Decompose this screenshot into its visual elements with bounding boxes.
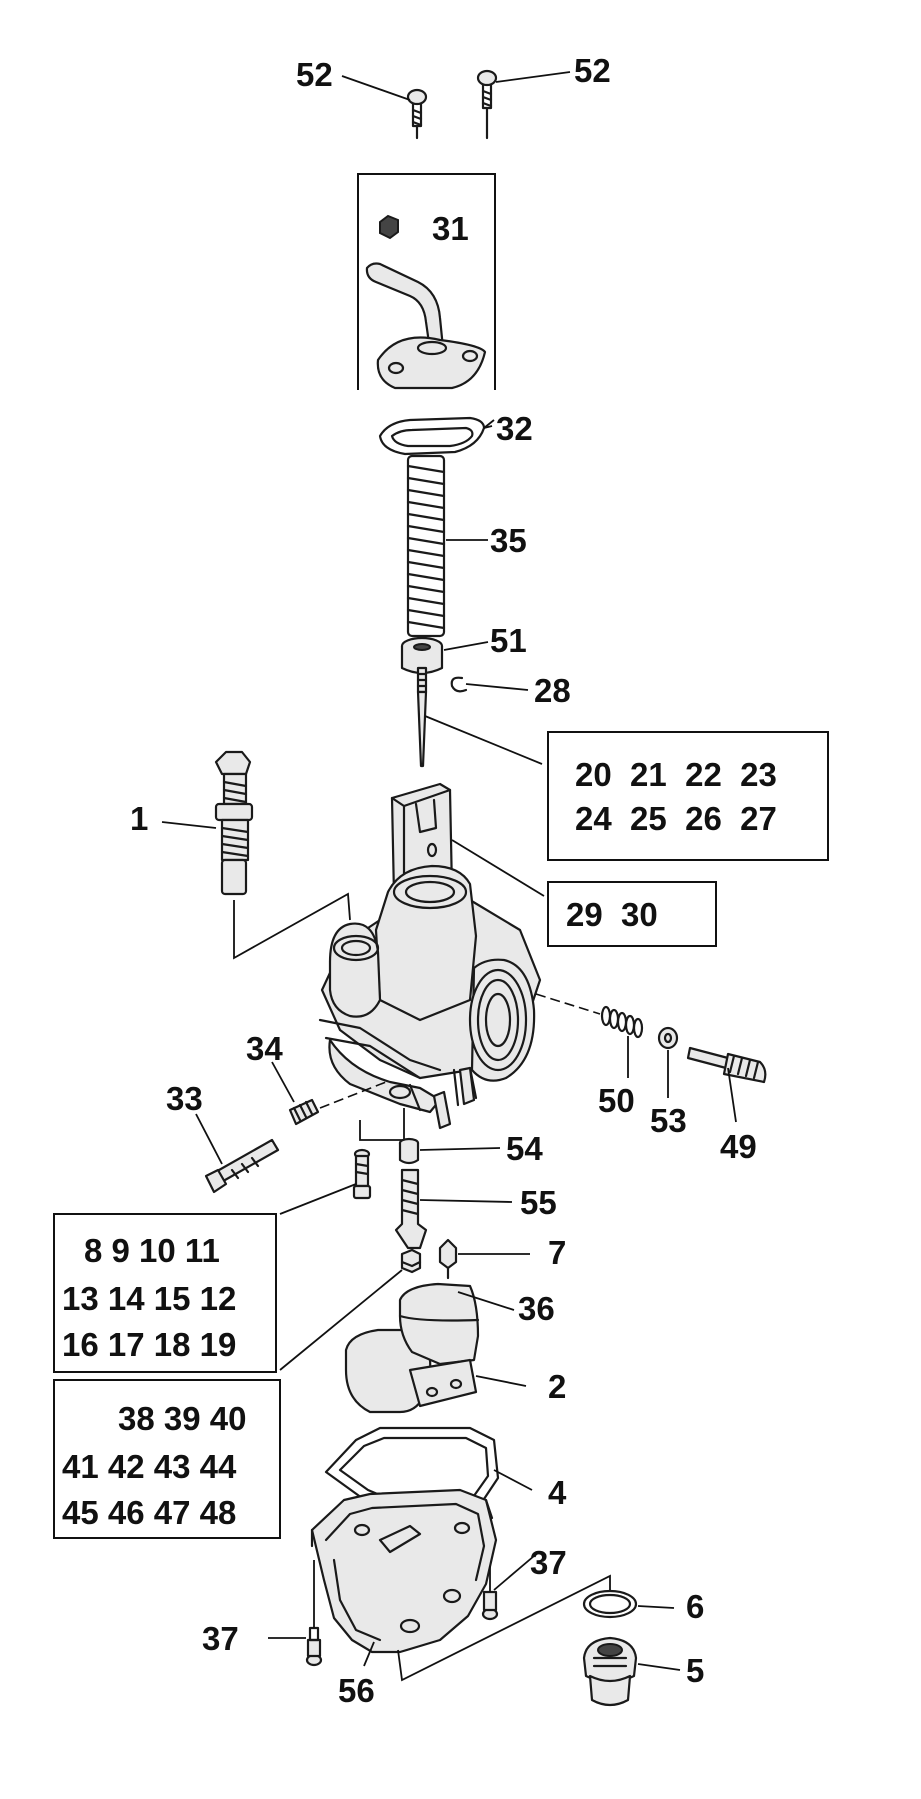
main-jet-parts-box: 8 9 10 11 13 14 15 12 16 17 18 19 xyxy=(53,1213,277,1373)
slide-parts-box: 29 30 xyxy=(547,881,717,947)
bowl-screw-right xyxy=(481,1566,499,1621)
cap-screw-left xyxy=(406,88,428,140)
callout-52-right: 52 xyxy=(574,52,611,89)
callout-55: 55 xyxy=(520,1184,557,1221)
idle-screw-connector xyxy=(233,892,351,960)
needle-parts-box: 20 21 22 23 24 25 26 27 xyxy=(547,731,829,861)
carburetor-body xyxy=(318,864,542,1130)
top-cap-frame xyxy=(357,173,496,390)
throttle-stop-washer xyxy=(657,1026,679,1050)
callout-1: 1 xyxy=(130,800,148,837)
drain-plug xyxy=(582,1636,638,1707)
callout-51: 51 xyxy=(490,622,527,659)
callout-49: 49 xyxy=(720,1128,757,1165)
pilot-screw-spring xyxy=(288,1098,320,1126)
callout-28: 28 xyxy=(534,672,571,709)
callout-2: 2 xyxy=(548,1368,566,1405)
float xyxy=(344,1282,480,1414)
main-jet-box-row2: 13 14 15 12 xyxy=(62,1280,236,1317)
pilot-screw-axis xyxy=(319,1081,387,1109)
callout-6: 6 xyxy=(686,1588,704,1625)
throttle-stop-axis xyxy=(535,993,601,1015)
needle-box-row2: 24 25 26 27 xyxy=(575,800,777,837)
main-jet xyxy=(352,1148,372,1200)
top-cap-gasket xyxy=(378,416,486,456)
idle-adjust-screw xyxy=(214,750,254,896)
needle-box-row1: 20 21 22 23 xyxy=(575,756,777,793)
throttle-stop-screw xyxy=(686,1046,767,1084)
drain-plug-oring xyxy=(582,1589,638,1619)
main-jet-box-row3: 16 17 18 19 xyxy=(62,1326,236,1363)
callout-52-left: 52 xyxy=(296,56,333,93)
callout-36: 36 xyxy=(518,1290,555,1327)
callout-32: 32 xyxy=(496,410,533,447)
pilot-jet-box-row2: 41 42 43 44 xyxy=(62,1448,237,1485)
float-bowl xyxy=(310,1488,498,1654)
main-jet-box-row1: 8 9 10 11 xyxy=(84,1232,220,1269)
pilot-screw xyxy=(204,1138,280,1194)
callout-31: 31 xyxy=(432,210,469,247)
callout-35: 35 xyxy=(490,522,527,559)
pilot-jet-parts-box: 38 39 40 41 42 43 44 45 46 47 48 xyxy=(53,1379,281,1539)
callout-5: 5 xyxy=(686,1652,704,1689)
callout-54: 54 xyxy=(506,1130,543,1167)
drain-plug-connector xyxy=(397,1574,611,1682)
throttle-stop-spring xyxy=(600,1005,644,1039)
slide-box-row1: 29 30 xyxy=(566,896,658,933)
pilot-jet xyxy=(400,1248,422,1274)
needle-clip xyxy=(450,676,468,693)
top-cap xyxy=(365,214,487,390)
callout-56: 56 xyxy=(338,1672,375,1709)
slide-spring xyxy=(406,454,446,638)
needle-jet xyxy=(398,1137,420,1165)
callout-7: 7 xyxy=(548,1234,566,1271)
callout-37-left: 37 xyxy=(202,1620,239,1657)
jet-connector xyxy=(359,1108,405,1141)
main-jet-holder xyxy=(394,1168,428,1250)
float-needle xyxy=(438,1238,458,1280)
pilot-jet-box-row3: 45 46 47 48 xyxy=(62,1494,236,1531)
leader-lines xyxy=(161,71,737,1671)
callout-4: 4 xyxy=(548,1474,567,1511)
pilot-jet-box-row1: 38 39 40 xyxy=(118,1400,246,1437)
callout-53: 53 xyxy=(650,1102,687,1139)
callout-50: 50 xyxy=(598,1082,635,1119)
callout-34: 34 xyxy=(246,1030,283,1067)
callout-33: 33 xyxy=(166,1080,203,1117)
callout-37-right: 37 xyxy=(530,1544,567,1581)
cap-screw-right xyxy=(476,69,498,140)
jet-needle xyxy=(416,666,428,768)
bowl-screw-left xyxy=(305,1560,323,1667)
